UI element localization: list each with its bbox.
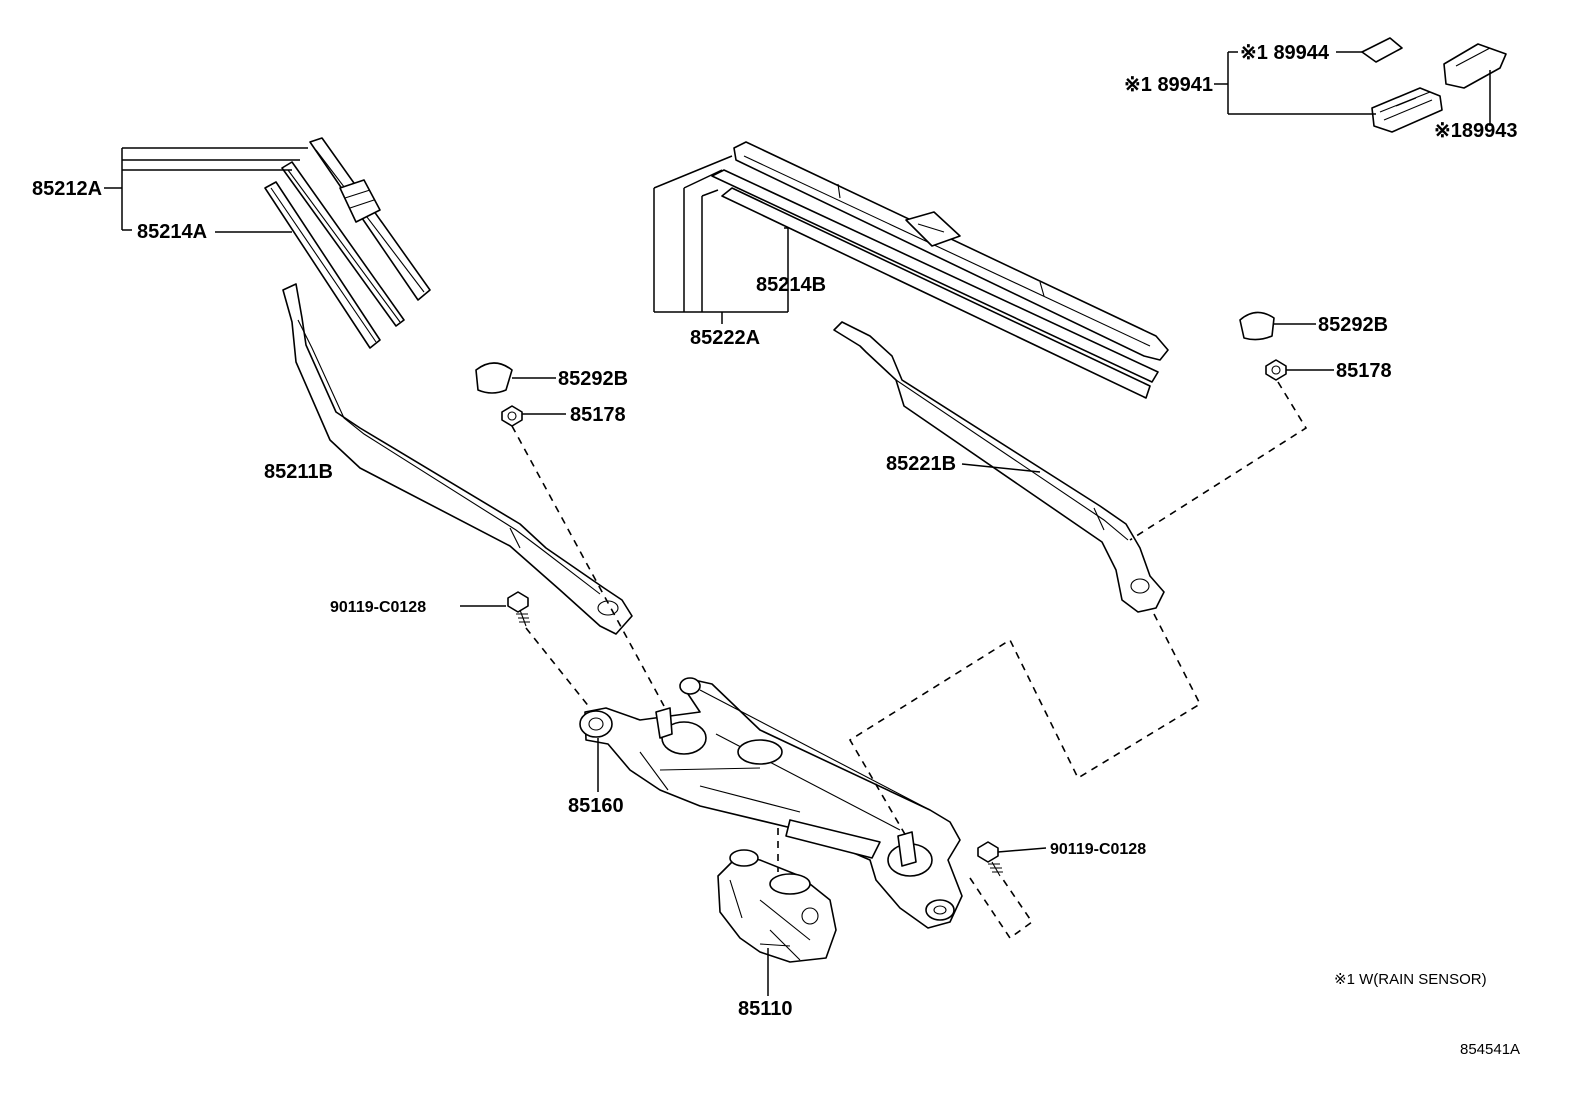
label-85214a: 85214A xyxy=(137,221,207,243)
left-blade-rubber-refill xyxy=(264,181,381,349)
label-89943: ※189943 xyxy=(1434,120,1518,142)
right-bolt-to-pivot-dash xyxy=(969,877,1034,940)
label-85211b: 85211B xyxy=(264,461,333,483)
label-90119-left: 90119-C0128 xyxy=(330,599,426,616)
left-wiper-blade xyxy=(281,137,431,327)
left-pivot-cap xyxy=(475,362,513,394)
right-pivot-cap xyxy=(1239,311,1275,341)
label-85178-right: 85178 xyxy=(1336,360,1392,382)
rain-sensor-gel-sheet xyxy=(1361,37,1403,63)
right-pivot-nut xyxy=(1265,359,1287,381)
label-89941: ※1 89941 xyxy=(1124,74,1213,96)
right-arm-to-pivot-dash xyxy=(848,613,1202,837)
wiper-motor xyxy=(717,849,837,963)
left-bolt-to-bracket-dash xyxy=(525,627,591,709)
leader-89941 xyxy=(1214,51,1376,115)
left-pivot-nut xyxy=(501,405,523,427)
right-bolt xyxy=(977,841,1003,877)
leader-90119-right xyxy=(997,847,1047,853)
leader-85222a xyxy=(653,155,788,324)
label-85214b: 85214B xyxy=(756,274,826,296)
wiper-linkage xyxy=(579,677,963,929)
leader-85221b xyxy=(961,463,1041,473)
leader-85214b xyxy=(784,227,789,312)
label-85222a: 85222A xyxy=(690,327,760,349)
rain-sensor-cover xyxy=(1443,43,1507,89)
diagram-id: 854541A xyxy=(1460,1041,1520,1058)
label-85212a: 85212A xyxy=(32,178,102,200)
left-bolt xyxy=(507,591,530,627)
right-wiper-arm xyxy=(833,321,1165,613)
right-blade-rubber-refill xyxy=(711,169,1159,399)
label-85292b-left: 85292B xyxy=(558,368,628,390)
label-85160: 85160 xyxy=(568,795,624,817)
label-85221b: 85221B xyxy=(886,453,956,475)
leader-85212a xyxy=(104,147,308,231)
footnote-rain-sensor: ※1 W(RAIN SENSOR) xyxy=(1334,971,1487,988)
label-85110: 85110 xyxy=(738,998,793,1020)
label-89944: ※1 89944 xyxy=(1240,42,1330,64)
left-wiper-arm xyxy=(282,283,633,635)
right-wiper-blade xyxy=(733,141,1169,361)
label-85292b-right: 85292B xyxy=(1318,314,1388,336)
label-90119-right: 90119-C0128 xyxy=(1050,841,1146,858)
left-nut-to-pivot-dash xyxy=(511,425,665,707)
rain-sensor xyxy=(1371,87,1443,133)
label-85178-left: 85178 xyxy=(570,404,626,426)
right-nut-to-arm-dash xyxy=(1129,381,1308,541)
